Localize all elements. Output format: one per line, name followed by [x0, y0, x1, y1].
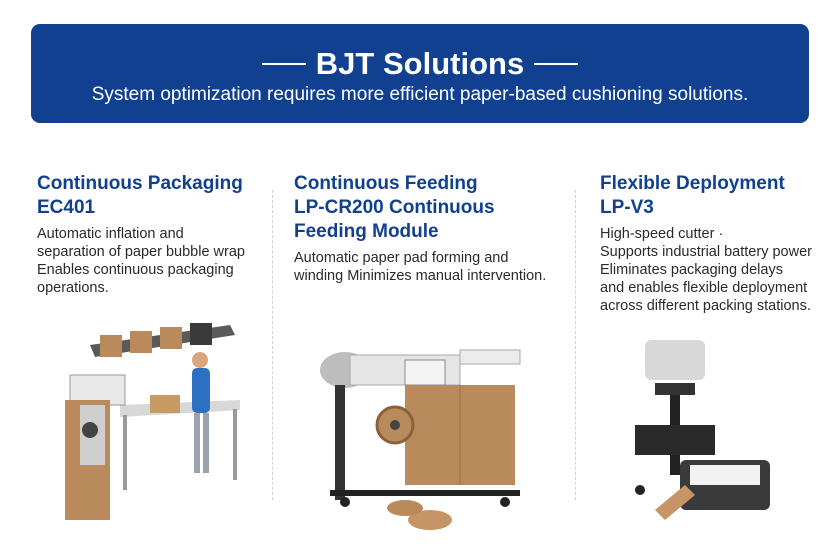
product-column-ec401: Continuous Packaging EC401 Automatic inf… [37, 172, 267, 297]
product-description: Automatic paper pad forming and winding … [294, 250, 547, 284]
product-description: High-speed cutter · Supports industrial … [600, 226, 812, 314]
banner-subtitle: System optimization requires more effici… [91, 84, 749, 105]
column-divider [272, 190, 273, 500]
title-dash-right [534, 63, 579, 65]
product-description: Automatic inflation and separation of pa… [37, 226, 245, 296]
product-column-lp-cr200: Continuous Feeding LP-CR200 Continuous F… [294, 172, 564, 285]
banner-title: BJT Solutions [315, 46, 525, 81]
title-dash-left [261, 63, 306, 65]
product-title: Flexible Deployment LP-V3 [600, 173, 785, 218]
product-title: Continuous Packaging EC401 [37, 173, 243, 218]
product-title: Continuous Feeding LP-CR200 Continuous F… [294, 173, 495, 242]
banner-title-row: BJT Solutions [31, 46, 809, 82]
lp-cr200-machine-illustration [320, 349, 521, 530]
header-banner: BJT Solutions System optimization requir… [31, 24, 809, 123]
product-column-lp-v3: Flexible Deployment LP-V3 High-speed cut… [600, 172, 834, 315]
ec401-machine-illustration [65, 323, 240, 520]
lp-v3-machine-illustration [635, 340, 770, 520]
column-divider [575, 190, 576, 500]
